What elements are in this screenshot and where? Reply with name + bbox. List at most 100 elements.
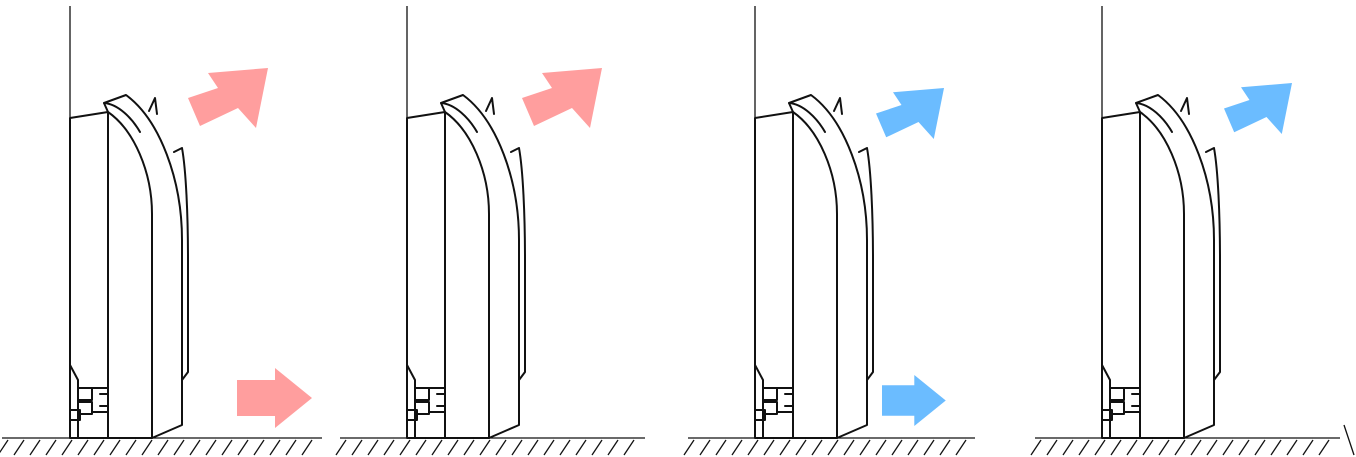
floor-hatching bbox=[1030, 439, 1330, 456]
hatch-mark bbox=[77, 439, 89, 456]
airflow-up-arrow bbox=[522, 68, 602, 128]
bracket-block bbox=[406, 409, 418, 421]
device-casing bbox=[440, 94, 520, 439]
hatch-mark bbox=[1318, 439, 1330, 456]
hatch-mark bbox=[237, 439, 249, 456]
hatch-mark bbox=[1286, 439, 1298, 456]
device-casing bbox=[103, 94, 183, 439]
bracket-block bbox=[77, 401, 93, 415]
hatch-mark bbox=[607, 439, 619, 456]
front-panel-edge bbox=[107, 111, 153, 439]
hatch-mark bbox=[955, 439, 967, 456]
hatch-mark bbox=[747, 439, 759, 456]
front-panel-edge bbox=[792, 111, 838, 439]
device-back-body bbox=[754, 111, 794, 439]
top-clip bbox=[1180, 97, 1190, 115]
hatch-mark bbox=[221, 439, 233, 456]
airflow-up-arrow bbox=[1224, 83, 1292, 134]
floor-hatching bbox=[683, 439, 967, 456]
hatch-mark bbox=[189, 439, 201, 456]
device-casing bbox=[788, 94, 868, 439]
top-lip bbox=[788, 102, 826, 133]
hatch-mark bbox=[1254, 439, 1266, 456]
airflow-right-arrow bbox=[882, 375, 946, 426]
bracket-block bbox=[414, 401, 430, 415]
bracket-clamp-inner bbox=[1131, 393, 1141, 407]
top-lip bbox=[1135, 102, 1173, 133]
hatch-mark bbox=[1158, 439, 1170, 456]
bracket-leg bbox=[406, 364, 416, 439]
hatch-mark bbox=[415, 439, 427, 456]
bracket-block bbox=[1109, 401, 1125, 415]
top-lip bbox=[103, 102, 141, 133]
hatch-mark bbox=[1046, 439, 1058, 456]
hatch-mark bbox=[173, 439, 185, 456]
bracket-block bbox=[69, 409, 81, 421]
bracket-block bbox=[414, 387, 430, 401]
bracket-block bbox=[1101, 409, 1113, 421]
hatch-mark bbox=[157, 439, 169, 456]
hatch-mark bbox=[29, 439, 41, 456]
device-back-body bbox=[406, 111, 446, 439]
hatch-mark bbox=[335, 439, 347, 456]
panel-1 bbox=[0, 6, 322, 456]
bracket-block bbox=[77, 387, 93, 401]
hatch-mark bbox=[1030, 439, 1042, 456]
hatch-mark bbox=[1094, 439, 1106, 456]
bracket-block bbox=[762, 401, 778, 415]
hatch-mark bbox=[1142, 439, 1154, 456]
hatch-mark bbox=[367, 439, 379, 456]
hatch-mark bbox=[447, 439, 459, 456]
hatch-mark bbox=[399, 439, 411, 456]
hatch-mark bbox=[699, 439, 711, 456]
hatch-mark bbox=[763, 439, 775, 456]
panel-2 bbox=[335, 6, 645, 456]
hatch-mark bbox=[0, 439, 9, 454]
device-back-body bbox=[69, 111, 109, 439]
side-grille bbox=[510, 147, 526, 381]
top-clip bbox=[148, 97, 158, 115]
airflow-right-arrow bbox=[237, 368, 312, 428]
hatch-mark bbox=[891, 439, 903, 456]
hatch-mark bbox=[495, 439, 507, 456]
hatch-mark bbox=[827, 439, 839, 456]
hatch-mark bbox=[13, 439, 25, 456]
bracket-clamp-inner bbox=[784, 393, 794, 407]
hatch-mark bbox=[543, 439, 555, 456]
hatch-mark bbox=[1190, 439, 1202, 456]
hatch-mark bbox=[779, 439, 791, 456]
hatch-mark bbox=[715, 439, 727, 456]
panel-4 bbox=[1030, 6, 1340, 456]
hatch-mark bbox=[1238, 439, 1250, 456]
side-grille bbox=[858, 147, 874, 381]
hatch-mark bbox=[1110, 439, 1122, 456]
hatch-mark bbox=[1222, 439, 1234, 456]
side-grille bbox=[1205, 147, 1221, 381]
hatch-mark bbox=[1062, 439, 1074, 456]
bracket-leg bbox=[69, 364, 79, 439]
device-back-body bbox=[1101, 111, 1141, 439]
floor-hatching bbox=[335, 439, 635, 456]
hatch-mark bbox=[109, 439, 121, 456]
hatch-mark bbox=[205, 439, 217, 456]
hatch-mark bbox=[301, 439, 313, 456]
hatch-mark bbox=[907, 439, 919, 456]
airflow-up-arrow bbox=[188, 68, 268, 128]
hatch-mark bbox=[1078, 439, 1090, 456]
hatch-mark bbox=[731, 439, 743, 456]
top-clip bbox=[485, 97, 495, 115]
top-lip bbox=[440, 102, 478, 133]
hatch-mark bbox=[843, 439, 855, 456]
front-panel-edge bbox=[444, 111, 490, 439]
hatch-mark bbox=[285, 439, 297, 456]
hatch-mark bbox=[1270, 439, 1282, 456]
hatch-mark bbox=[253, 439, 265, 456]
hatch-mark bbox=[527, 439, 539, 456]
bracket-clamp-inner bbox=[436, 393, 446, 407]
hatch-mark bbox=[795, 439, 807, 456]
hatch-mark bbox=[141, 439, 153, 456]
hatch-mark bbox=[463, 439, 475, 456]
floor-hatching bbox=[0, 439, 313, 456]
hatch-mark bbox=[575, 439, 587, 456]
